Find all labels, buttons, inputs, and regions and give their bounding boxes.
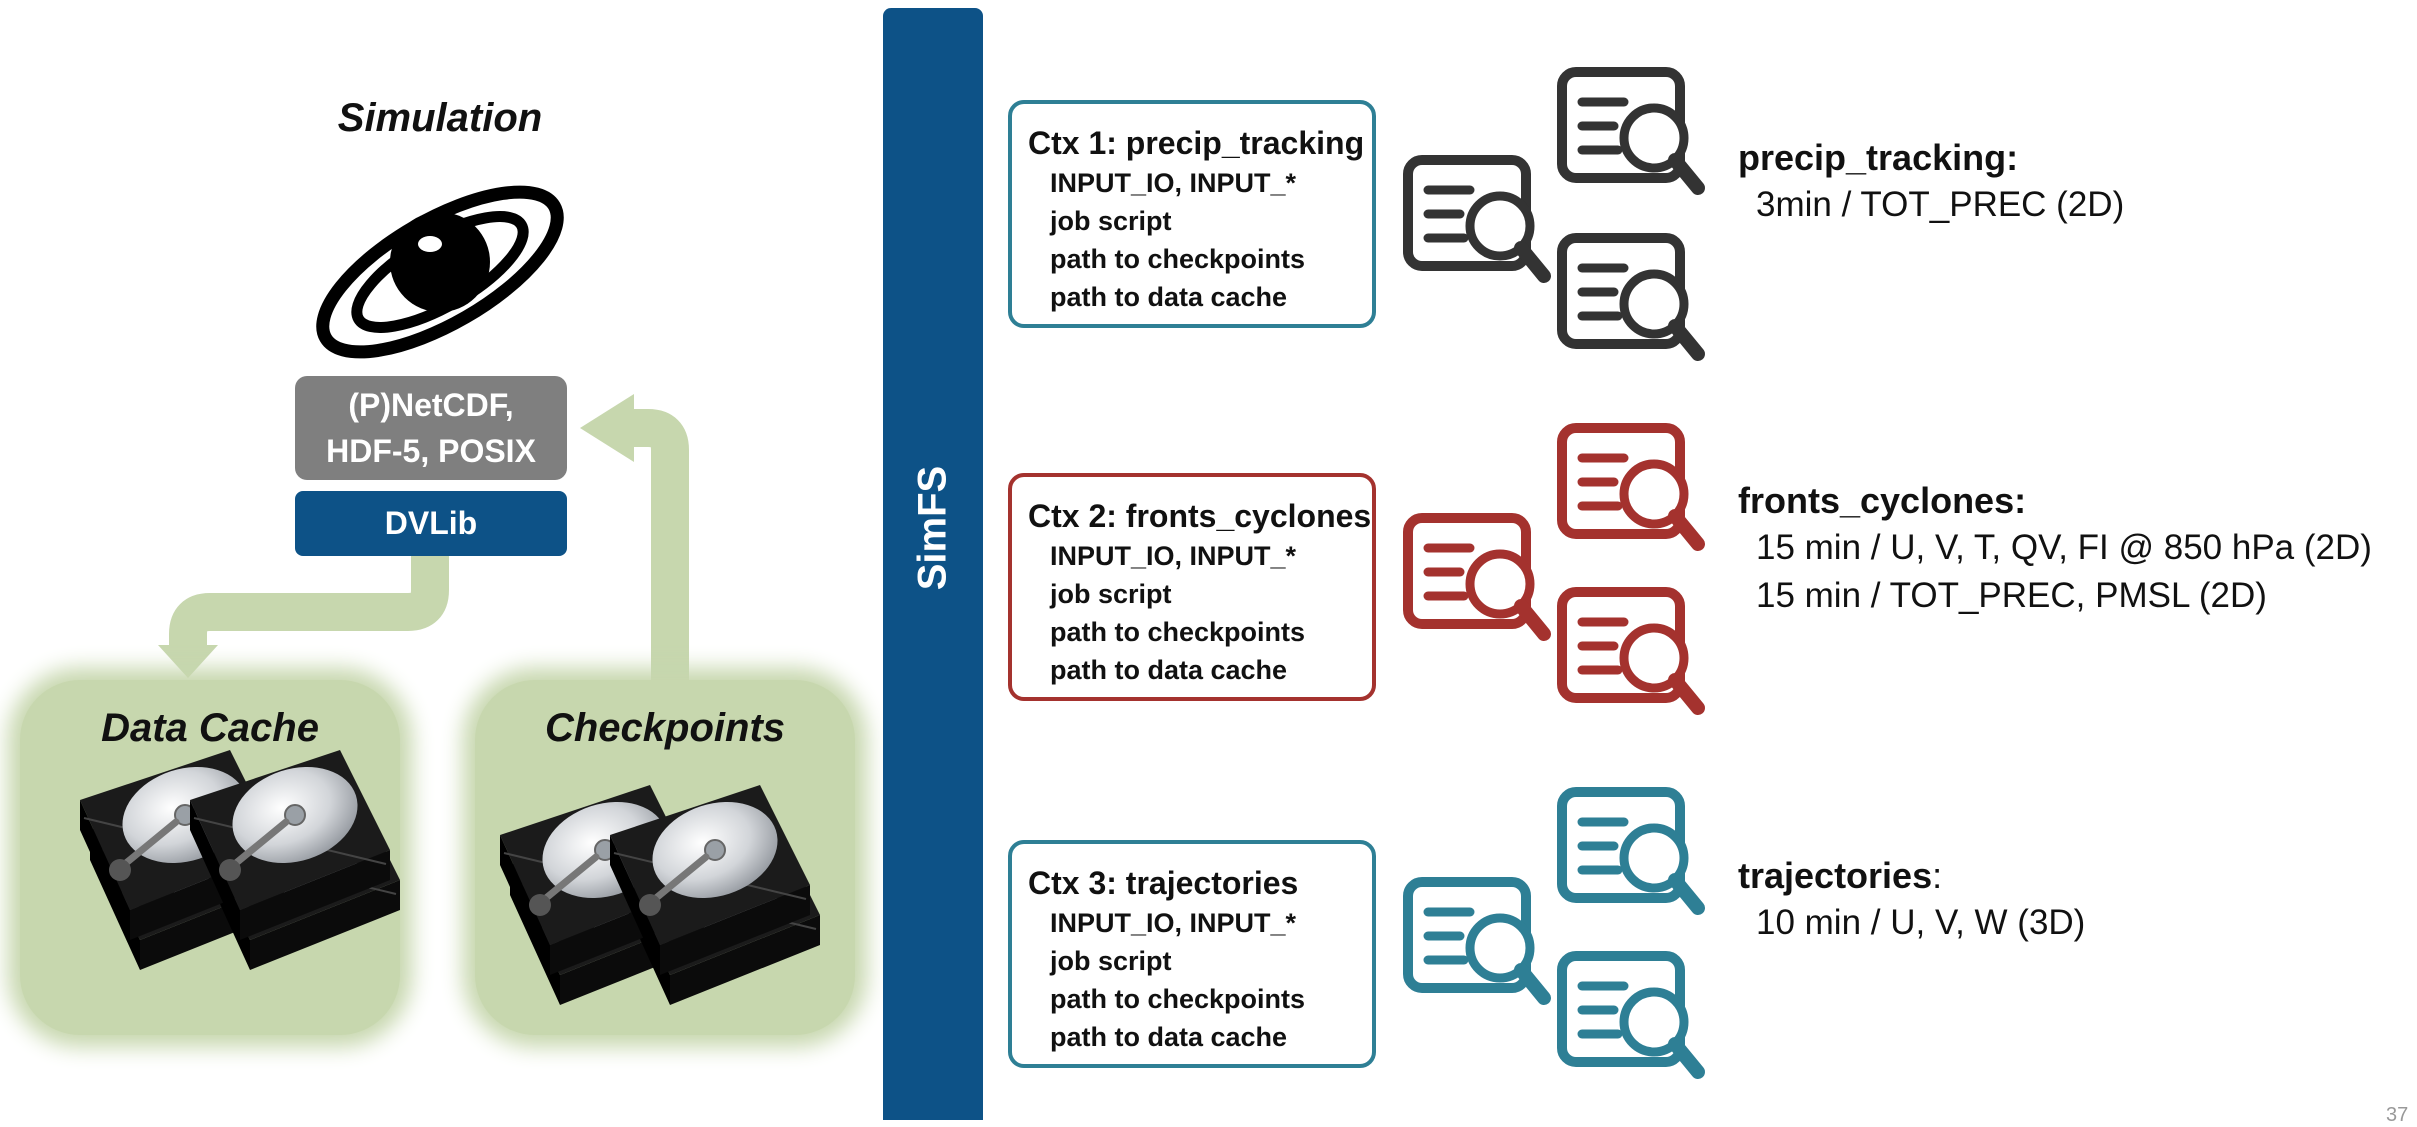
output-fronts-cyclones: fronts_cyclones: 15 min / U, V, T, QV, F… [1738,478,2372,620]
ctx1-analysis-icons [1408,72,1698,354]
output-line: 3min / TOT_PREC (2D) [1756,185,2125,224]
restart-arrow-head [580,394,634,462]
simulation-title: Simulation [337,96,543,140]
io-libraries-line2: HDF-5, POSIX [326,433,536,469]
context-box-2: Ctx 2: fronts_cyclones INPUT_IO, INPUT_*… [1008,473,1376,701]
output-name: trajectories [1738,855,1933,896]
document-search-icon [1408,882,1544,998]
context-item: path to data cache [1050,655,1288,685]
document-search-icon [1562,238,1698,354]
context-box-1: Ctx 1: precip_tracking INPUT_IO, INPUT_*… [1008,100,1376,328]
output-line: 15 min / U, V, T, QV, FI @ 850 hPa (2D) [1756,528,2372,567]
output-line: 10 min / U, V, W (3D) [1756,903,2086,942]
context-title: Ctx 3: trajectories [1028,865,1299,901]
simfs-bar: SimFS [883,8,983,1120]
output-trajectories: trajectories: 10 min / U, V, W (3D) [1738,853,2085,947]
document-search-icon [1562,956,1698,1072]
ctx3-analysis-icons [1408,792,1698,1072]
context-item: path to checkpoints [1050,617,1306,647]
write-arrow-head [158,645,218,678]
document-search-icon [1408,160,1544,276]
context-item: INPUT_IO, INPUT_* [1050,541,1297,571]
io-libraries-box: (P)NetCDF, HDF-5, POSIX [295,376,567,480]
context-item: INPUT_IO, INPUT_* [1050,168,1297,198]
output-name-colon: : [1932,855,1943,896]
context-item: job script [1050,946,1172,976]
context-item: job script [1050,206,1172,236]
checkpoints-title: Checkpoints [544,706,786,750]
context-title: Ctx 2: fronts_cyclones [1028,498,1372,534]
restart-arrow [630,409,689,695]
page-number: 37 [2386,1104,2409,1126]
context-item: INPUT_IO, INPUT_* [1050,908,1297,938]
io-libraries-line1: (P)NetCDF, [348,387,514,423]
dvlib-box: DVLib [295,491,567,556]
write-arrow [169,556,449,648]
context-item: path to data cache [1050,282,1288,312]
context-item: path to data cache [1050,1022,1288,1052]
context-title: Ctx 1: precip_tracking [1028,125,1365,161]
output-precip-tracking: precip_tracking: 3min / TOT_PREC (2D) [1738,135,2124,229]
ctx2-analysis-icons [1408,428,1698,708]
document-search-icon [1562,592,1698,708]
document-search-icon [1562,428,1698,544]
data-cache-title: Data Cache [101,706,319,750]
document-search-icon [1562,72,1698,188]
context-item: path to checkpoints [1050,244,1306,274]
context-item: path to checkpoints [1050,984,1306,1014]
document-search-icon [1562,792,1698,908]
context-item: job script [1050,579,1172,609]
context-box-3: Ctx 3: trajectories INPUT_IO, INPUT_* jo… [1008,840,1376,1068]
output-line: 15 min / TOT_PREC, PMSL (2D) [1756,576,2267,615]
document-search-icon [1408,518,1544,634]
output-name: precip_tracking: [1738,137,2019,178]
output-name: fronts_cyclones: [1738,480,2027,521]
